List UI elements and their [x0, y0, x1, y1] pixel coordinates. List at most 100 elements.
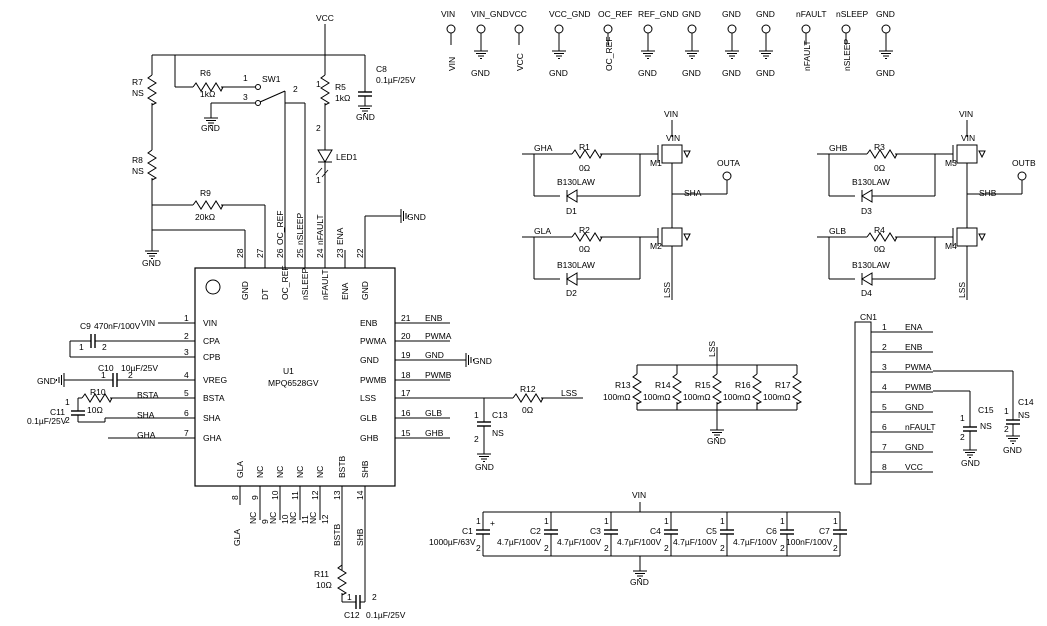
mosfet-pin: VIN — [961, 133, 975, 143]
cn1-pin-number: 8 — [882, 462, 887, 472]
u1-pin-name: NC — [275, 466, 285, 478]
lss-net: LSS — [707, 341, 717, 357]
svg-text:2: 2 — [316, 123, 321, 133]
output-label: OUTB — [1012, 158, 1036, 168]
c12-label: C12 — [344, 610, 360, 620]
nc-label: NC — [268, 512, 278, 524]
svg-text:1: 1 — [101, 370, 106, 380]
u1-pin-name: SHB — [360, 460, 370, 478]
cn1-pin-name: VCC — [905, 462, 923, 472]
sense-resistor-value: 100mΩ — [683, 392, 711, 402]
capacitor-label: C7 — [819, 526, 830, 536]
u1-pin-number: 14 — [355, 490, 365, 500]
u1-pin-name: nFAULT — [320, 269, 330, 300]
sense-resistors: LSS GND R13100mΩR14100mΩR15100mΩR16100mΩ… — [603, 341, 802, 446]
sense-resistor-label: R14 — [655, 380, 671, 390]
output-label: OUTA — [717, 158, 740, 168]
r11-label: R11 — [314, 569, 329, 579]
test-point-net: OC_REF — [604, 37, 614, 71]
u1-pin-name: ENB — [360, 318, 378, 328]
capacitor-label: C2 — [530, 526, 541, 536]
test-point-net: GND — [549, 68, 568, 78]
cap-pin: 2 — [833, 543, 838, 553]
u1-pin-name: NC — [295, 466, 305, 478]
test-point-label: GND — [756, 9, 775, 19]
svg-text:2: 2 — [1004, 424, 1009, 434]
u1-pin-name: GND — [240, 281, 250, 300]
u1-pin-number: 12 — [310, 490, 320, 500]
test-point-label: OC_REF — [598, 9, 632, 19]
cn1-pin-number: 1 — [882, 322, 887, 332]
svg-text:1: 1 — [347, 592, 352, 602]
test-point-net: GND — [638, 68, 657, 78]
u1-pin-number: 16 — [401, 408, 411, 418]
nc-label: NC — [288, 512, 298, 524]
lss-net: LSS — [662, 282, 672, 298]
c8-value: 0.1µF/25V — [376, 75, 416, 85]
gnd-label: GND — [707, 436, 726, 446]
gnd-label: GND — [473, 356, 492, 366]
c13-label: C13 — [492, 410, 508, 420]
cap-pin: 2 — [664, 543, 669, 553]
vcc-network: VCC R7 NS R8 NS GND R6 1kΩ 1 SW1 3 2 GND… — [132, 13, 426, 268]
u1-pin-number: 9 — [250, 495, 260, 500]
bstb-net: BSTB — [332, 523, 342, 546]
r12-label: R12 — [520, 384, 536, 394]
u1-pin-name: NC — [315, 466, 325, 478]
mosfet-label: M3 — [945, 158, 957, 168]
switch-net: SHA — [684, 188, 702, 198]
u1-pin-number: 7 — [184, 428, 189, 438]
sense-resistor-label: R15 — [695, 380, 711, 390]
capacitor-value: 4.7µF/100V — [557, 537, 601, 547]
cn1-pin-number: 2 — [882, 342, 887, 352]
r10-label: R10 — [90, 387, 106, 397]
nc-label: NC — [248, 512, 258, 524]
capacitor-value: 4.7µF/100V — [733, 537, 777, 547]
u1-pin-number: 13 — [332, 490, 342, 500]
u1-pin-name: VIN — [203, 318, 217, 328]
svg-text:1: 1 — [243, 73, 248, 83]
cap-pin: 1 — [544, 516, 549, 526]
u1-pin-name: nSLEEP — [300, 268, 310, 300]
u1-pin-number: 20 — [401, 331, 411, 341]
svg-text:2: 2 — [474, 434, 479, 444]
u1-net-label: PWMA — [425, 331, 452, 341]
u1-pin-name: BSTA — [203, 393, 225, 403]
gnd-label: GND — [961, 458, 980, 468]
u1-right-circuit: GND R12 0Ω LSS C13 NS GND 12 — [412, 352, 583, 472]
diode-label: D4 — [861, 288, 872, 298]
resistor-label: R4 — [874, 225, 885, 235]
u1-pin-number: 23 — [335, 248, 345, 258]
nc-num: 10 — [280, 514, 290, 524]
c13-value: NS — [492, 428, 504, 438]
u1-pin-number: 17 — [401, 388, 411, 398]
u1-pin-name: BSTB — [337, 455, 347, 478]
svg-text:1: 1 — [65, 397, 70, 407]
diode-label: D3 — [861, 206, 872, 216]
u1-pin-number: 10 — [270, 490, 280, 500]
r8-value: NS — [132, 166, 144, 176]
test-point-net: GND — [876, 68, 895, 78]
test-point-net: GND — [682, 68, 701, 78]
u1-net-label: nSLEEP — [295, 213, 305, 245]
u1-pin-number: 19 — [401, 350, 411, 360]
sense-resistor-value: 100mΩ — [643, 392, 671, 402]
c10-value: 10µF/25V — [121, 363, 158, 373]
gate-net: GLA — [534, 226, 551, 236]
sense-resistor-label: R17 — [775, 380, 791, 390]
r5-label: R5 — [335, 82, 346, 92]
svg-text:2: 2 — [65, 415, 70, 425]
svg-text:1: 1 — [1004, 406, 1009, 416]
sense-resistor-label: R16 — [735, 380, 751, 390]
u1-pin-name: GHA — [203, 433, 222, 443]
u1-pin-number: 6 — [184, 408, 189, 418]
mosfet-pin: VIN — [666, 133, 680, 143]
vin-net: VIN — [664, 109, 678, 119]
u1-net-label: GHB — [425, 428, 444, 438]
led1-label: LED1 — [336, 152, 358, 162]
u1-pin-name: LSS — [360, 393, 376, 403]
